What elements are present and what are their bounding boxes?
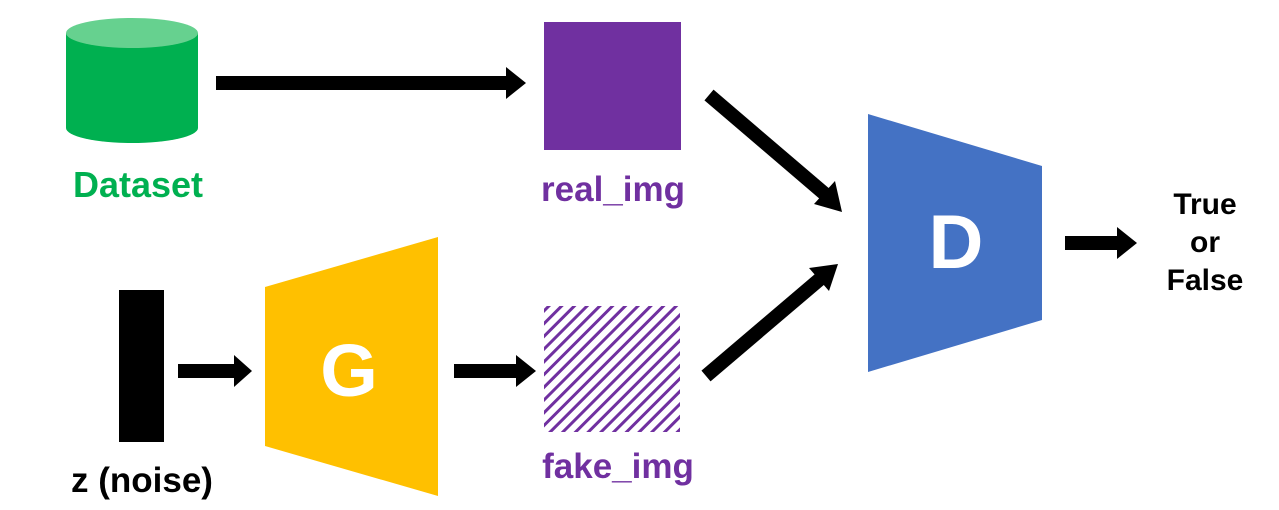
arrow-dataset-to-real: [216, 67, 526, 99]
output-label: True or False: [1167, 188, 1244, 297]
fake-image-block: [544, 306, 680, 432]
database-icon: [66, 18, 198, 143]
arrow-generator-to-fake: [454, 355, 536, 387]
real-img-label: real_img: [541, 170, 685, 209]
dataset-label: Dataset: [73, 164, 203, 205]
discriminator-label: D: [929, 200, 984, 285]
output-true: True: [1173, 188, 1236, 221]
arrow-noise-to-generator: [178, 355, 252, 387]
generator-label: G: [320, 329, 378, 412]
real-image-block: [544, 22, 681, 150]
discriminator-block: [868, 114, 1042, 372]
output-false: False: [1167, 264, 1244, 297]
arrow-fake-to-discriminator: [701, 264, 838, 382]
noise-vector-block: [119, 290, 164, 442]
output-or: or: [1190, 226, 1220, 259]
arrow-discriminator-to-output: [1065, 227, 1137, 259]
noise-label: z (noise): [71, 461, 213, 500]
generator-block: [265, 237, 438, 496]
fake-img-label: fake_img: [542, 447, 694, 486]
arrow-real-to-discriminator: [704, 89, 842, 212]
